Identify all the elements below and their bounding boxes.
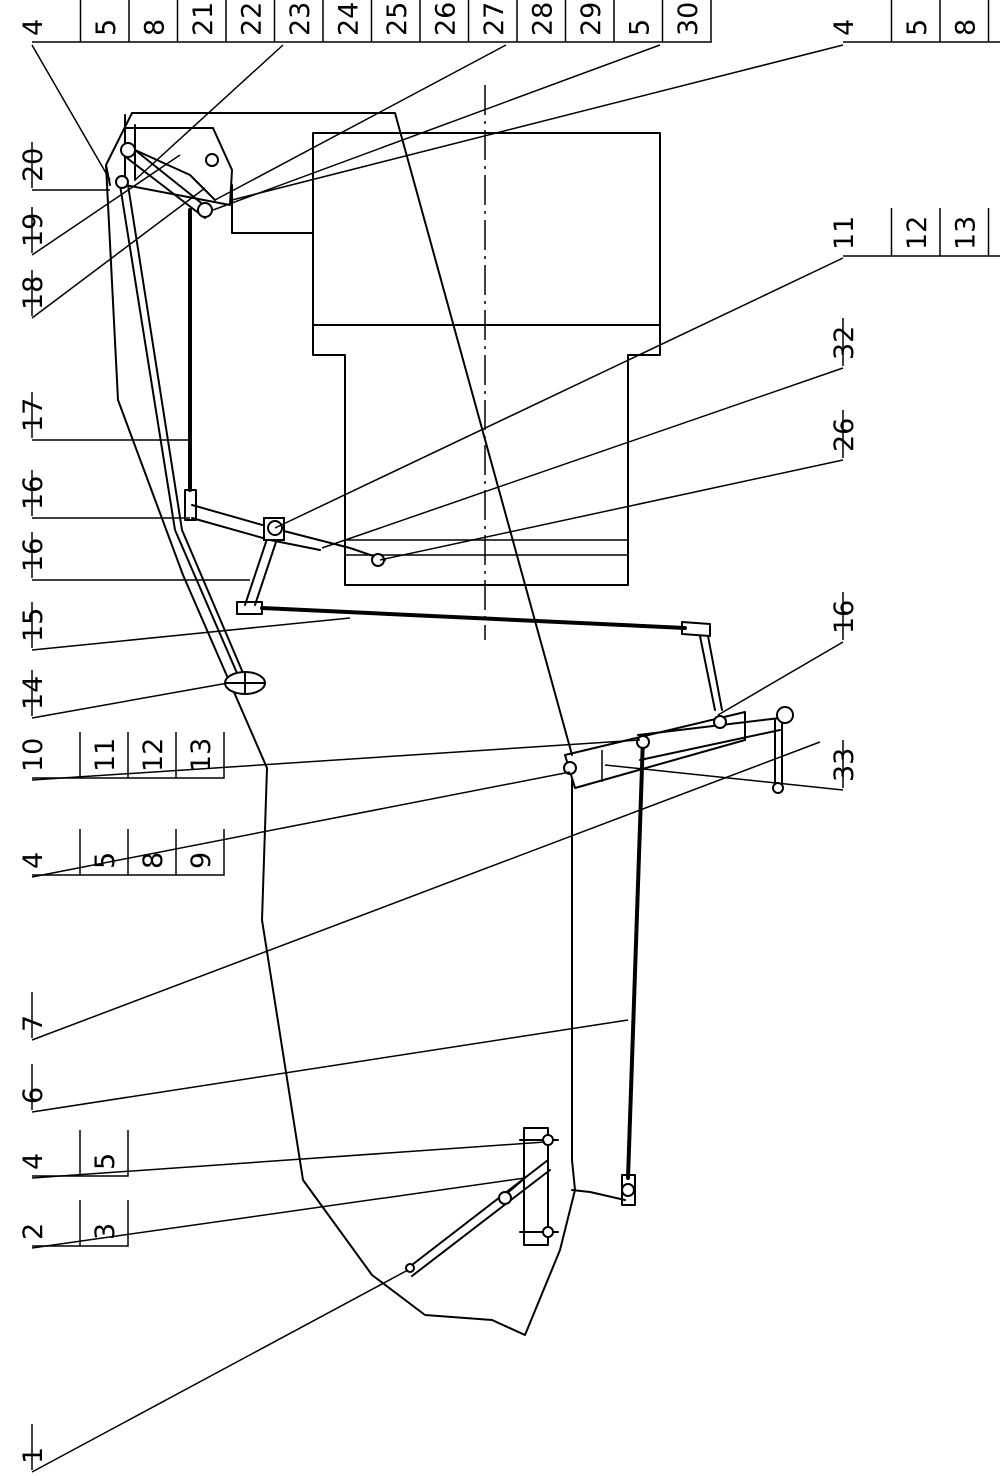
callout-number: 4 bbox=[18, 1153, 49, 1170]
callout-number: 13 bbox=[950, 216, 981, 250]
callout-number: 10 bbox=[18, 738, 49, 772]
callout-number: 15 bbox=[18, 608, 49, 642]
callout-left-16a: 16 bbox=[18, 470, 49, 516]
callout-number: 29 bbox=[576, 2, 607, 36]
callout-number: 2 bbox=[18, 1223, 49, 1240]
callout-number: 4 bbox=[829, 19, 860, 36]
callout-left-19: 19 bbox=[18, 207, 49, 253]
callout-number: 5 bbox=[90, 852, 121, 869]
callout-number: 16 bbox=[18, 538, 49, 572]
callout-top-right: 4 58 9 bbox=[829, 0, 1000, 43]
linkages bbox=[119, 149, 783, 1277]
callout-number: 18 bbox=[18, 276, 49, 310]
callout-number: 11 bbox=[90, 738, 121, 772]
callout-number: 9 bbox=[186, 852, 217, 869]
callout-number: 12 bbox=[138, 738, 169, 772]
callout-number: 6 bbox=[18, 1087, 49, 1104]
callout-left-18: 18 bbox=[18, 270, 49, 316]
callout-number: 19 bbox=[18, 213, 49, 247]
callout-number: 16 bbox=[829, 600, 860, 634]
callout-left-7: 7 bbox=[18, 992, 49, 1038]
callout-number: 12 bbox=[902, 216, 933, 250]
callout-number: 4 bbox=[18, 852, 49, 869]
callout-number: 14 bbox=[18, 676, 49, 710]
callout-right-lower-a: 16 bbox=[829, 592, 860, 640]
callout-number: 3 bbox=[90, 1223, 121, 1240]
callout-number: 27 bbox=[479, 2, 510, 36]
callout-number: 22 bbox=[236, 2, 267, 36]
callout-number: 9 bbox=[999, 19, 1000, 36]
callout-number: 26 bbox=[829, 418, 860, 452]
machine-block bbox=[231, 85, 661, 640]
callout-labels: 4582122232425262728295304589111213313226… bbox=[18, 0, 1000, 1470]
leaders bbox=[31, 44, 844, 1473]
callout-number: 8 bbox=[138, 852, 169, 869]
callout-number: 5 bbox=[91, 19, 122, 36]
callout-number: 24 bbox=[333, 2, 364, 36]
callout-number: 1 bbox=[18, 1447, 49, 1464]
callout-left-17: 17 bbox=[18, 392, 49, 438]
callout-number: 30 bbox=[673, 2, 704, 36]
joints bbox=[115, 142, 794, 1273]
callout-number: 33 bbox=[829, 748, 860, 782]
callout-number: 21 bbox=[188, 2, 219, 36]
callout-number: 25 bbox=[382, 2, 413, 36]
callout-number: 5 bbox=[902, 19, 933, 36]
callout-left-6: 6 bbox=[18, 1064, 49, 1110]
callout-right-mid-c: 26 bbox=[829, 410, 860, 458]
callout-right-lower-b: 33 bbox=[829, 740, 860, 788]
callout-number: 23 bbox=[285, 2, 316, 36]
callout-left-1: 1 bbox=[18, 1424, 49, 1470]
callout-number: 16 bbox=[18, 476, 49, 510]
callout-left-15: 15 bbox=[18, 602, 49, 648]
callout-number: 26 bbox=[430, 2, 461, 36]
callout-right-mid-a: 11 12 13 31 bbox=[829, 208, 1000, 257]
body-outline bbox=[105, 112, 576, 1336]
callout-number: 11 bbox=[829, 216, 860, 250]
callout-left-16b: 16 bbox=[18, 532, 49, 578]
callout-right-mid-b: 32 bbox=[829, 318, 860, 366]
callout-number: 5 bbox=[90, 1153, 121, 1170]
callout-number: 4 bbox=[18, 19, 49, 36]
callout-left-20: 20 bbox=[18, 142, 49, 188]
callout-left-14: 14 bbox=[18, 670, 49, 716]
callout-number: 13 bbox=[186, 738, 217, 772]
callout-number: 7 bbox=[18, 1015, 49, 1032]
callout-number: 32 bbox=[829, 326, 860, 360]
callout-number: 17 bbox=[18, 398, 49, 432]
callout-number: 8 bbox=[950, 19, 981, 36]
callout-number: 5 bbox=[624, 19, 655, 36]
callout-number: 8 bbox=[139, 19, 170, 36]
callout-left-10: 10 11 12 13 bbox=[18, 732, 225, 779]
callout-number: 31 bbox=[999, 216, 1000, 250]
callout-number: 20 bbox=[18, 148, 49, 182]
callout-number: 28 bbox=[527, 2, 558, 36]
